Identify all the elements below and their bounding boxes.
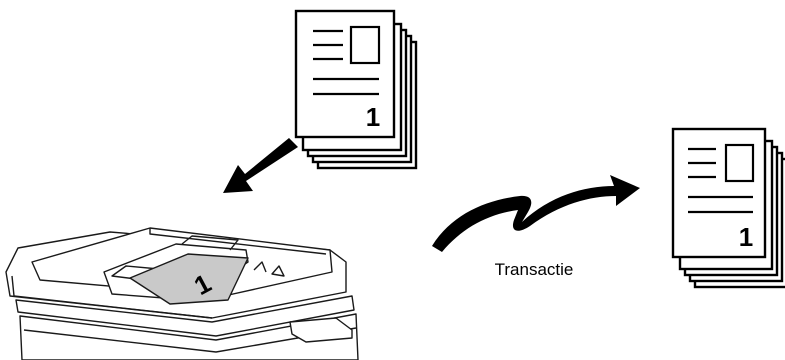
feed-arrow-icon	[223, 138, 298, 193]
original-page-number: 1	[366, 102, 380, 132]
transmission-wave-icon	[432, 175, 640, 252]
sent-image-placeholder	[726, 145, 753, 181]
sent-page-number: 1	[739, 222, 753, 252]
original-document-stack: 1	[296, 11, 416, 168]
image-placeholder	[351, 27, 379, 63]
multifunction-printer: 1	[6, 228, 358, 360]
transmission-label: Transactie	[495, 260, 574, 279]
transmission-arrow: Transactie	[432, 175, 640, 279]
sent-document-stack: 1	[673, 129, 785, 287]
